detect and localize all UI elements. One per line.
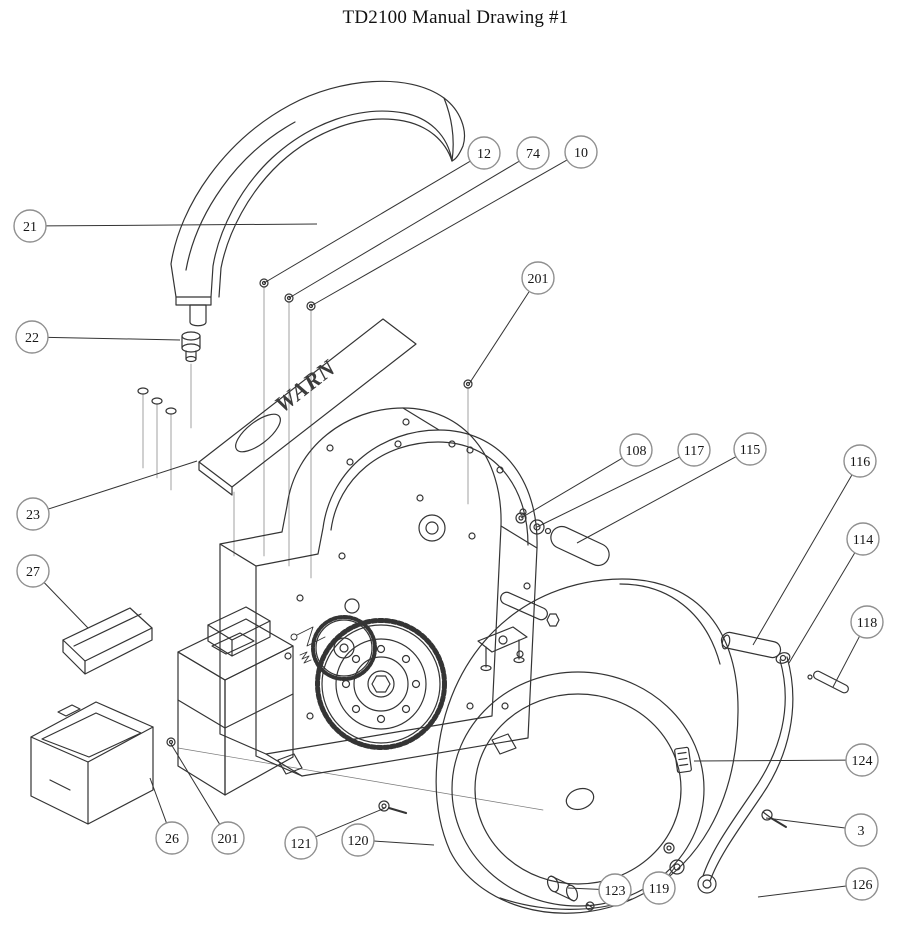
handle-cover-part [170, 80, 465, 327]
callout-number-74-1: 74 [526, 147, 540, 162]
callout-leader-119-21 [668, 866, 676, 876]
callout-leader-126-22 [757, 885, 847, 898]
crank-handle-part [697, 631, 794, 894]
callout-number-23-6: 23 [26, 508, 40, 523]
callout-leader-23-6 [48, 460, 198, 510]
callout-balloon-201-4 [521, 261, 555, 295]
callout-balloon-26-16 [155, 821, 189, 855]
callout-number-126-22: 126 [852, 878, 873, 893]
callout-leader-201-4 [468, 291, 530, 385]
callout-balloon-114-12 [846, 522, 880, 556]
callout-leader-74-1 [288, 160, 520, 299]
callout-number-117-9: 117 [684, 444, 704, 459]
callout-leader-121-18 [315, 807, 386, 838]
callout-leader-26-16 [149, 777, 167, 824]
clutch-shaft-part [477, 591, 560, 672]
callout-number-108-8: 108 [626, 444, 647, 459]
callout-balloon-121-18 [284, 826, 318, 860]
callout-leader-115-10 [576, 456, 737, 544]
plate-screws [137, 387, 177, 415]
bolt-201-part [166, 737, 176, 747]
brand-logo-text: WARN [270, 354, 341, 417]
callout-leader-117-9 [536, 456, 680, 528]
callout-balloon-119-21 [642, 871, 676, 905]
motor-box-part [177, 606, 294, 796]
callout-number-119-21: 119 [649, 882, 669, 897]
callout-number-201-17: 201 [218, 832, 239, 847]
roller-123-part [546, 875, 595, 911]
callout-number-27-7: 27 [26, 565, 40, 580]
callout-balloon-74-1 [516, 136, 550, 170]
label-plate-part: WARN [198, 318, 417, 496]
construction-lines [142, 286, 544, 811]
callout-leader-201-17 [170, 743, 221, 825]
callout-number-10-2: 10 [574, 146, 588, 161]
tray-part [30, 701, 154, 825]
callout-leader-118-13 [832, 635, 861, 688]
drawing-title: TD2100 Manual Drawing #1 [342, 7, 569, 28]
callout-balloon-124-14 [845, 743, 879, 777]
callout-leader-21-3 [45, 223, 318, 227]
callout-balloon-22-5 [15, 320, 49, 354]
callout-balloon-10-2 [564, 135, 598, 169]
callout-number-12-0: 12 [477, 147, 491, 162]
callout-leader-123-20 [567, 887, 600, 890]
callout-number-123-20: 123 [605, 884, 626, 899]
wedge-part [62, 607, 153, 675]
bushing-part [181, 331, 201, 363]
callout-leader-124-14 [693, 759, 847, 762]
callout-number-114-12: 114 [853, 533, 873, 548]
callout-number-116-11: 116 [850, 455, 870, 470]
callout-number-115-10: 115 [740, 443, 760, 458]
callout-number-121-18: 121 [291, 837, 312, 852]
callout-balloon-120-19 [341, 823, 375, 857]
callout-balloon-27-7 [16, 554, 50, 588]
callout-leader-120-19 [373, 840, 435, 846]
callout-number-118-13: 118 [857, 616, 877, 631]
callout-leader-10-2 [310, 159, 568, 307]
callout-layer: 12 74 10 21 201 22 23 27 108 117 115 116 114 118 124 3 2… [13, 135, 884, 907]
callout-number-21-3: 21 [23, 220, 37, 235]
front-case-plate-part [219, 407, 538, 777]
cover-screws [259, 278, 316, 311]
callout-balloon-117-9 [677, 433, 711, 467]
callout-number-3-15: 3 [858, 824, 865, 839]
callout-leader-3-15 [765, 817, 846, 829]
callout-balloon-115-10 [733, 432, 767, 466]
washers-119-part [663, 842, 685, 875]
callout-leader-27-7 [43, 582, 89, 629]
pawl-spring-part [290, 626, 326, 664]
callout-leader-114-12 [788, 552, 856, 664]
callout-number-22-5: 22 [25, 331, 39, 346]
callout-leader-108-8 [520, 457, 623, 519]
callout-balloon-23-6 [16, 497, 50, 531]
gear-assembly-part [311, 615, 447, 750]
callout-balloon-126-22 [845, 867, 879, 901]
callout-balloon-116-11 [843, 444, 877, 478]
callout-balloon-12-0 [467, 136, 501, 170]
screw-121-part [378, 800, 408, 815]
screw-3-part [761, 809, 787, 828]
callout-number-26-16: 26 [165, 832, 179, 847]
callout-leader-22-5 [47, 336, 181, 341]
callout-number-124-14: 124 [852, 754, 873, 769]
callout-balloon-21-3 [13, 209, 47, 243]
callout-leader-116-11 [752, 474, 853, 646]
callout-balloon-108-8 [619, 433, 653, 467]
callout-leader-12-0 [263, 160, 471, 284]
callout-balloon-123-20 [598, 873, 632, 907]
callout-balloon-3-15 [844, 813, 878, 847]
pin-part [807, 670, 849, 694]
callout-balloon-118-13 [850, 605, 884, 639]
callout-number-120-19: 120 [348, 834, 369, 849]
callout-number-201-4: 201 [528, 272, 549, 287]
callout-balloon-201-17 [211, 821, 245, 855]
washer-roller-parts [515, 512, 610, 567]
